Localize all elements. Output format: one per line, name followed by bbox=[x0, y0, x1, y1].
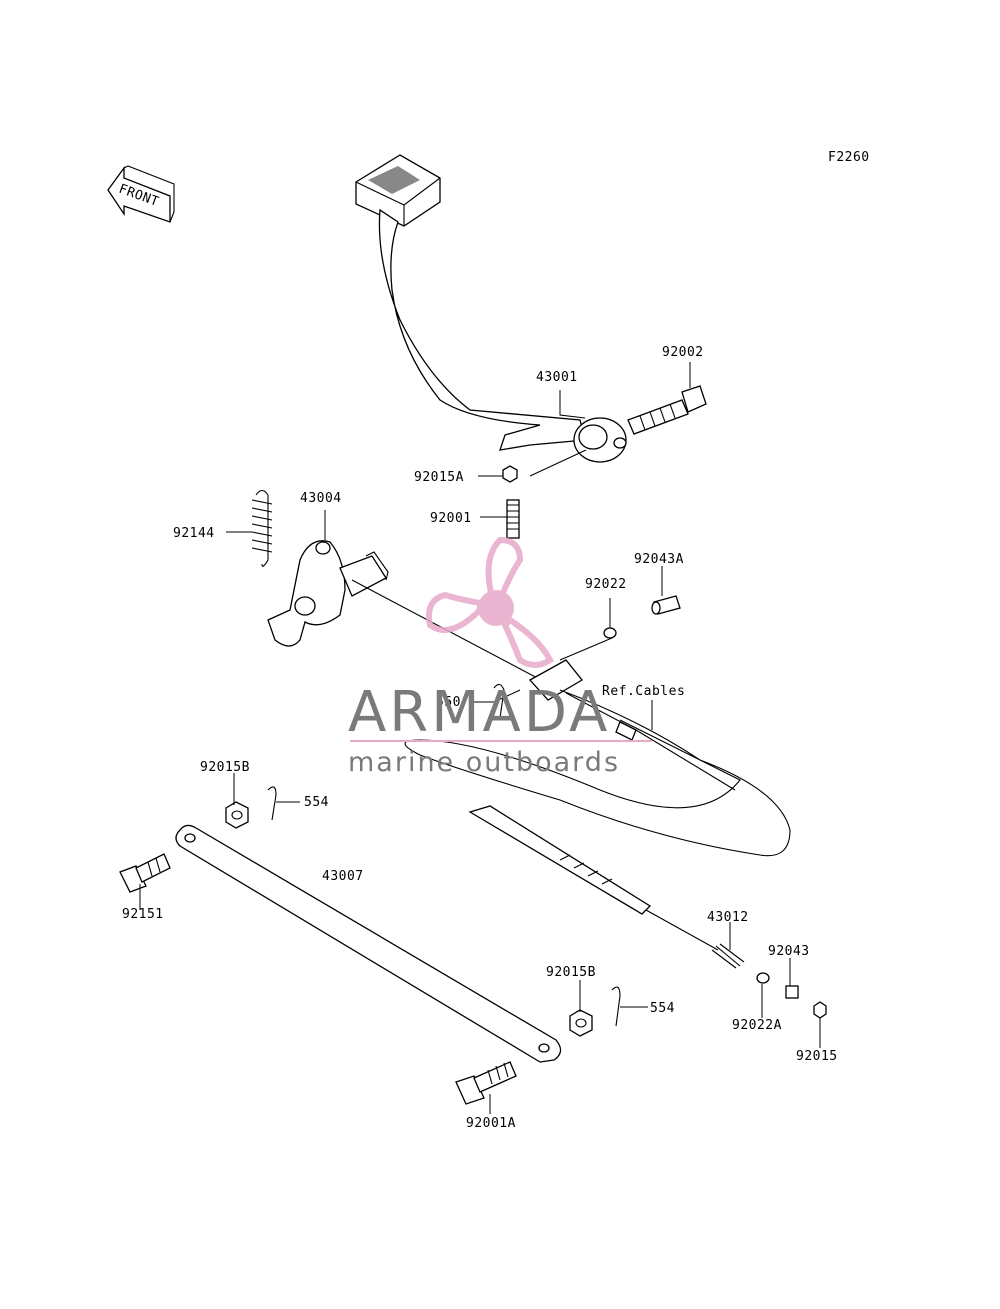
watermark-tagline: marine outboards bbox=[348, 747, 620, 778]
part-labels: 43001 92002 92015A 92001 43004 92144 920… bbox=[122, 345, 838, 1131]
figure-code: F2260 bbox=[828, 150, 870, 165]
label-ref-cables: Ref.Cables bbox=[602, 684, 685, 699]
label-92022: 92022 bbox=[585, 577, 627, 592]
label-92015a: 92015A bbox=[414, 470, 464, 485]
nut-92015b-top-part bbox=[225, 801, 249, 829]
pin-92043a-part bbox=[651, 595, 681, 615]
bracket-part bbox=[528, 659, 583, 701]
label-92043: 92043 bbox=[768, 944, 810, 959]
label-43007: 43007 bbox=[322, 869, 364, 884]
nut-92015b-bottom-part bbox=[569, 1009, 593, 1037]
bolt-92001a-part bbox=[455, 1061, 517, 1105]
washer-92022a-part bbox=[756, 972, 770, 984]
leader-lines bbox=[139, 362, 821, 1114]
spring-43012-part bbox=[711, 943, 745, 969]
nut-92015-part bbox=[813, 1001, 827, 1019]
label-92151: 92151 bbox=[122, 907, 164, 922]
pin-92043-part bbox=[785, 985, 799, 999]
label-92043a: 92043A bbox=[634, 552, 684, 567]
label-554-top: 554 bbox=[304, 795, 329, 810]
label-92015: 92015 bbox=[796, 1049, 838, 1064]
label-554-bottom: 554 bbox=[650, 1001, 675, 1016]
watermark: ARMADA marine outboards bbox=[348, 536, 652, 778]
clip-554-top-part bbox=[267, 786, 277, 821]
clip-554-bottom-part bbox=[611, 986, 621, 1027]
brake-pedal-part bbox=[355, 154, 627, 463]
label-92144: 92144 bbox=[173, 526, 215, 541]
label-43001: 43001 bbox=[536, 370, 578, 385]
spring-92144-part bbox=[251, 489, 273, 567]
bolt-92001-part bbox=[506, 499, 520, 539]
label-43012: 43012 bbox=[707, 910, 749, 925]
label-550: 550 bbox=[436, 695, 461, 710]
washer-92022-part bbox=[603, 627, 617, 639]
propeller-logo-icon bbox=[426, 536, 554, 668]
label-92002: 92002 bbox=[662, 345, 704, 360]
bolt-92151-part bbox=[119, 853, 171, 893]
brake-rod-part bbox=[351, 579, 561, 691]
label-92015b-bottom: 92015B bbox=[546, 965, 596, 980]
front-arrow-icon: FRONT bbox=[107, 165, 175, 223]
label-92001a: 92001A bbox=[466, 1116, 516, 1131]
nut-92015a-part bbox=[502, 465, 518, 483]
label-92022a: 92022A bbox=[732, 1018, 782, 1033]
watermark-brand: ARMADA bbox=[348, 680, 610, 745]
label-92001: 92001 bbox=[430, 511, 472, 526]
label-43004: 43004 bbox=[300, 491, 342, 506]
label-92015b-top: 92015B bbox=[200, 760, 250, 775]
cotter-pin-550-part bbox=[493, 683, 505, 719]
link-rod-43007-part bbox=[175, 824, 562, 1063]
bolt-92002-part bbox=[627, 385, 707, 435]
lever-43004-part bbox=[267, 540, 389, 647]
